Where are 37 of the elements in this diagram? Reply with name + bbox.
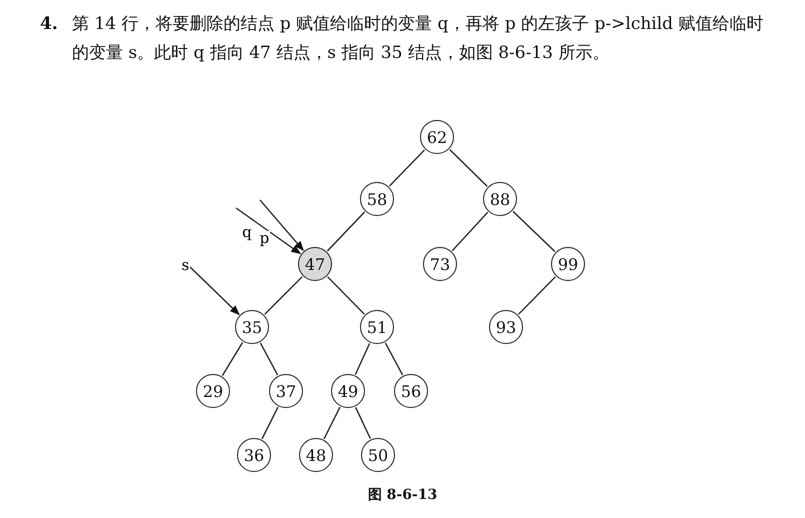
tree-edge — [389, 149, 425, 187]
tree-node: 88 — [483, 182, 517, 216]
tree-edge — [264, 276, 303, 315]
tree-node: 62 — [420, 120, 454, 154]
tree-node: 99 — [551, 247, 585, 281]
tree-node: 35 — [235, 310, 269, 344]
tree-edge — [384, 342, 404, 376]
tree-edge — [222, 342, 244, 376]
tree-edge — [327, 276, 365, 315]
tree-edge — [355, 407, 371, 439]
tree-edge — [326, 212, 366, 252]
tree-edge — [449, 149, 488, 187]
tree-node: 36 — [237, 438, 271, 472]
tree-node: 56 — [394, 374, 428, 408]
tree-node: 73 — [423, 247, 457, 281]
item-number: 4. — [40, 13, 59, 36]
tree-edge — [260, 342, 278, 376]
tree-edge — [518, 276, 556, 315]
tree-node: 93 — [489, 310, 523, 344]
edge-label: p — [258, 231, 270, 246]
tree-edge — [512, 210, 556, 252]
tree-edge — [261, 406, 279, 440]
tree-node: 58 — [360, 182, 394, 216]
tree-node: 29 — [196, 374, 230, 408]
tree-edge — [354, 343, 370, 375]
description-paragraph: 第 14 行，将要删除的结点 p 赋值给临时的变量 q，再将 p 的左孩子 p->lchild 赋值给临时的变量 s。此时 q 指向 47 结点，s 指向 35 结点，如图 8-6-13 所示。 — [72, 13, 764, 65]
tree-edge — [452, 212, 488, 252]
tree-edge — [323, 406, 341, 440]
tree-node: 48 — [299, 438, 333, 472]
figure-caption: 图 8-6-13 — [366, 486, 438, 504]
tree-node: 50 — [361, 438, 395, 472]
tree-node: 51 — [360, 310, 394, 344]
tree-node: 37 — [269, 374, 303, 408]
highlighted-tree-node: 47 — [298, 247, 332, 281]
pointer-arrow — [236, 207, 302, 254]
pointer-arrow — [260, 200, 304, 252]
tree-node: 49 — [331, 374, 365, 408]
